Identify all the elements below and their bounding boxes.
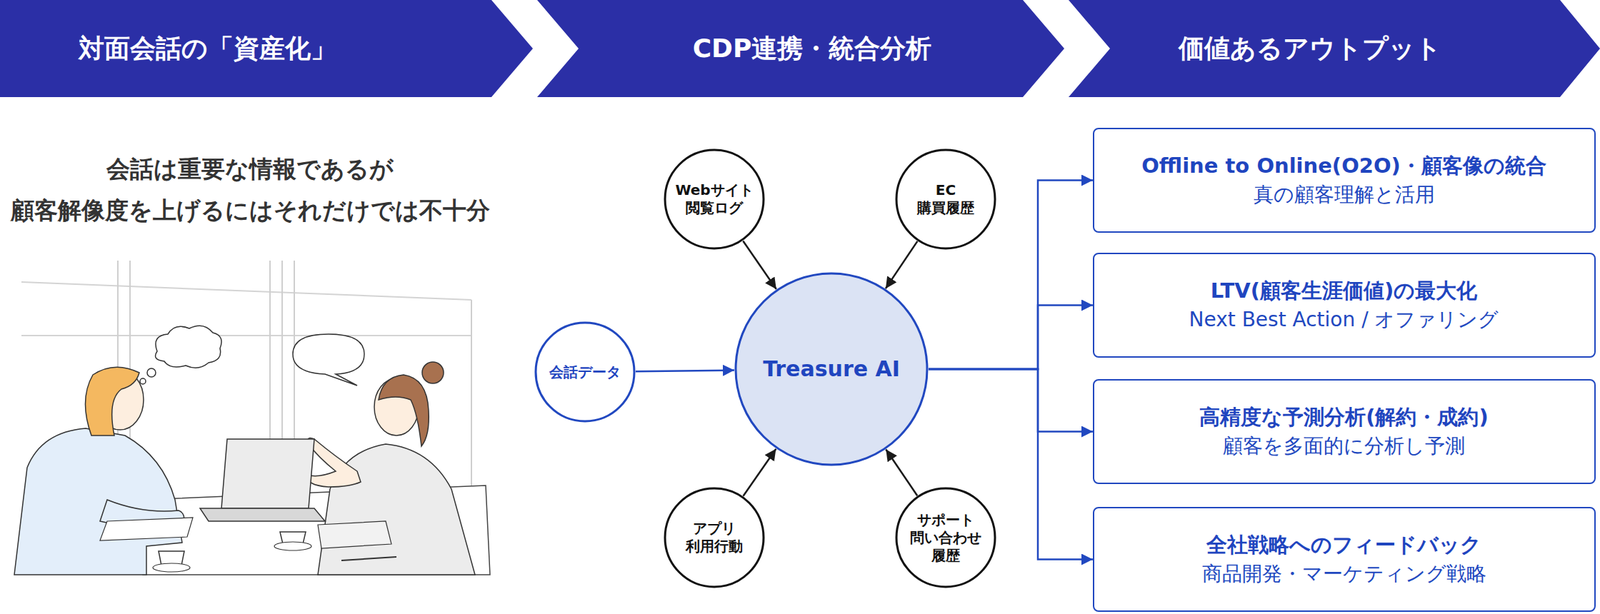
circle-outline xyxy=(665,488,764,588)
node-label: 会話データ xyxy=(549,363,621,382)
saucer xyxy=(152,563,190,573)
data-source-circle: EC 購買履歴 xyxy=(895,148,997,250)
circle-outline xyxy=(896,150,995,249)
text-area: 全社戦略へのフィードバック商品開発・マーケティング戦略 xyxy=(1094,508,1594,610)
paper-sheet xyxy=(100,517,193,541)
notebook xyxy=(317,521,392,549)
person-body xyxy=(317,444,475,575)
window-frame xyxy=(117,260,119,500)
text-area: Treasure AI xyxy=(745,272,918,467)
coffee-cup xyxy=(280,532,306,545)
output-heading: Offline to Online(O2O)・顧客像の統合 xyxy=(1141,150,1547,181)
window-frame xyxy=(281,260,283,500)
node-label: サポート 問い合わせ 履歴 xyxy=(907,511,984,565)
window-frame xyxy=(293,260,295,500)
person-head xyxy=(96,370,144,430)
output-heading: 高精度な予測分析(解約・成約) xyxy=(1199,402,1489,433)
flow-arrow xyxy=(928,369,1093,433)
saucer xyxy=(274,542,312,551)
circle-outline xyxy=(665,150,764,249)
output-description: Next Best Action / オファリング xyxy=(1189,305,1500,335)
data-source-circle: Webサイト 閲覧ログ xyxy=(663,148,765,250)
output-box: LTV(顧客生涯価値)の最大化Next Best Action / オファリング xyxy=(1092,252,1596,358)
thought-bubble xyxy=(147,368,156,378)
node-label: Treasure AI xyxy=(762,355,900,383)
text-area: サポート 問い合わせ 履歴 xyxy=(907,487,984,589)
pen xyxy=(341,557,397,561)
hair-bun xyxy=(422,362,444,384)
node-label: アプリ 利用行動 xyxy=(680,520,749,556)
output-box: 全社戦略へのフィードバック商品開発・マーケティング戦略 xyxy=(1092,507,1596,613)
text-area: 対面会話の「資産化」 xyxy=(0,0,415,98)
text-area: EC 購買履歴 xyxy=(911,148,980,250)
output-box: 高精度な予測分析(解約・成約)顧客を多面的に分析し予測 xyxy=(1092,379,1596,485)
text-area: 高精度な予測分析(解約・成約)顧客を多面的に分析し予測 xyxy=(1094,380,1594,483)
person-hair xyxy=(378,375,429,447)
output-heading: LTV(顧客生涯価値)の最大化 xyxy=(1210,275,1478,306)
text-area: アプリ 利用行動 xyxy=(680,487,749,589)
intro-note: 会話は重要な情報であるが 顧客解像度を上げるにはそれだけでは不十分 xyxy=(0,148,500,232)
text-area: CDP連携・統合分析 xyxy=(578,0,1046,98)
output-description: 顧客を多面的に分析し予測 xyxy=(1222,432,1465,462)
coffee-cup xyxy=(158,551,185,566)
flow-arrow xyxy=(928,305,1093,370)
chevron-shape xyxy=(537,0,1065,98)
output-description: 商品開発・マーケティング戦略 xyxy=(1202,560,1487,590)
stage-band: 価値あるアウトプット xyxy=(1068,0,1600,98)
window-frame xyxy=(470,300,473,543)
text-area: 価値あるアウトプット xyxy=(1110,0,1510,98)
window-frame xyxy=(129,260,131,500)
flow-arrow xyxy=(743,449,777,497)
meeting-illustration xyxy=(14,260,490,575)
output-description: 真の顧客理解と活用 xyxy=(1253,180,1435,210)
text-area: Offline to Online(O2O)・顧客像の統合真の顧客理解と活用 xyxy=(1094,129,1594,231)
flow-arrow xyxy=(742,240,777,290)
person-body xyxy=(14,428,183,575)
person-hair xyxy=(85,367,140,436)
flow-arrow xyxy=(635,370,735,373)
window-frame xyxy=(21,335,472,337)
person-arm xyxy=(100,500,185,528)
text-area: LTV(顧客生涯価値)の最大化Next Best Action / オファリング xyxy=(1094,254,1594,356)
window-frame xyxy=(21,282,472,300)
chevron-shape xyxy=(0,0,533,98)
data-source-circle: サポート 問い合わせ 履歴 xyxy=(895,487,997,589)
gesturing-hand xyxy=(307,438,361,488)
text-area: 会話データ xyxy=(539,321,631,423)
stage-band: 対面会話の「資産化」 xyxy=(0,0,533,98)
window-frame xyxy=(269,260,271,500)
stage-title: 対面会話の「資産化」 xyxy=(78,31,337,67)
text-area: Webサイト 閲覧ログ xyxy=(668,148,760,250)
circle-outline xyxy=(535,322,635,422)
stage-band: CDP連携・統合分析 xyxy=(537,0,1065,98)
meeting-table xyxy=(142,485,490,575)
circle-outline xyxy=(896,488,995,588)
ai-engine-circle: Treasure AI xyxy=(734,272,929,467)
data-source-circle: アプリ 利用行動 xyxy=(663,487,765,589)
node-label: Webサイト 閲覧ログ xyxy=(668,181,760,218)
stage-title: 価値あるアウトプット xyxy=(1178,31,1442,67)
node-label: EC 購買履歴 xyxy=(911,181,980,218)
output-box: Offline to Online(O2O)・顧客像の統合真の顧客理解と活用 xyxy=(1092,127,1596,233)
flow-arrow xyxy=(885,241,918,289)
laptop-base xyxy=(200,508,325,522)
chevron-shape xyxy=(1068,0,1600,98)
thought-bubble xyxy=(155,325,223,368)
circle-outline xyxy=(735,273,928,465)
output-heading: 全社戦略へのフィードバック xyxy=(1206,530,1482,560)
laptop-screen xyxy=(221,439,315,509)
person-head xyxy=(374,378,419,436)
flow-arrow xyxy=(885,450,918,497)
speech-bubble xyxy=(292,334,365,386)
data-source-circle: 会話データ xyxy=(534,321,636,423)
stage-title: CDP連携・統合分析 xyxy=(692,31,933,67)
thought-bubble xyxy=(140,378,146,385)
